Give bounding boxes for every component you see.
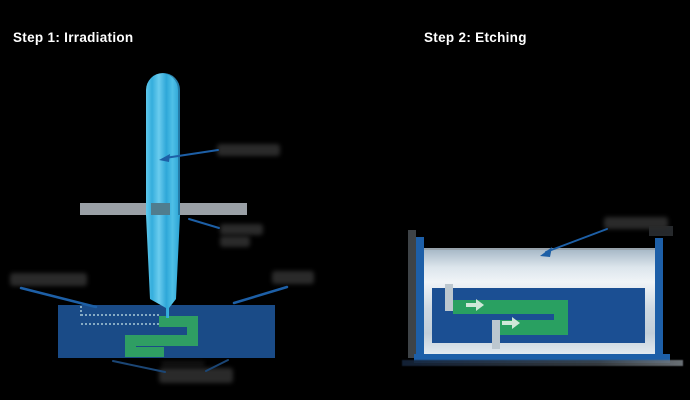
laser-beam-rod [146,73,180,216]
redacted-label [217,144,280,156]
planned-path-dotted-bottom [81,323,159,325]
redacted-label [159,368,233,383]
laser-beam-focus-cone [146,215,180,318]
etch-flow-arrow-icon [466,299,486,311]
planned-path-dotted-top [81,314,159,316]
tank-bottom-shadow [402,360,683,366]
redacted-label [604,217,668,229]
redacted-label [220,224,263,235]
written-channel-segment [159,316,198,327]
aperture-slit [151,203,170,215]
leader-line [112,360,166,373]
written-channel-segment [125,335,136,357]
aperture-bar-right [180,203,247,215]
planned-path-dotted-vertical [80,306,82,316]
leader-line [232,285,289,305]
redacted-label [220,236,250,247]
etched-opening-inlet [445,284,453,311]
step1-title: Step 1: Irradiation [13,30,134,45]
redacted-label [161,361,205,367]
aperture-bar-left [80,203,146,215]
leader-line [188,218,220,229]
written-channel-segment [125,335,198,346]
tank-rim-cap [649,226,673,236]
tank-left-wall [416,237,424,356]
redacted-label [10,273,87,286]
tank-outer-shading [408,230,416,358]
etched-opening-outlet [492,320,500,349]
tank-bottom [414,354,670,363]
redacted-label [272,271,314,284]
etch-flow-arrow-icon [502,317,522,329]
tank-right-wall [655,238,663,355]
written-channel-segment [125,347,164,357]
step2-title: Step 2: Etching [424,30,527,45]
written-channel-segment [187,316,198,346]
